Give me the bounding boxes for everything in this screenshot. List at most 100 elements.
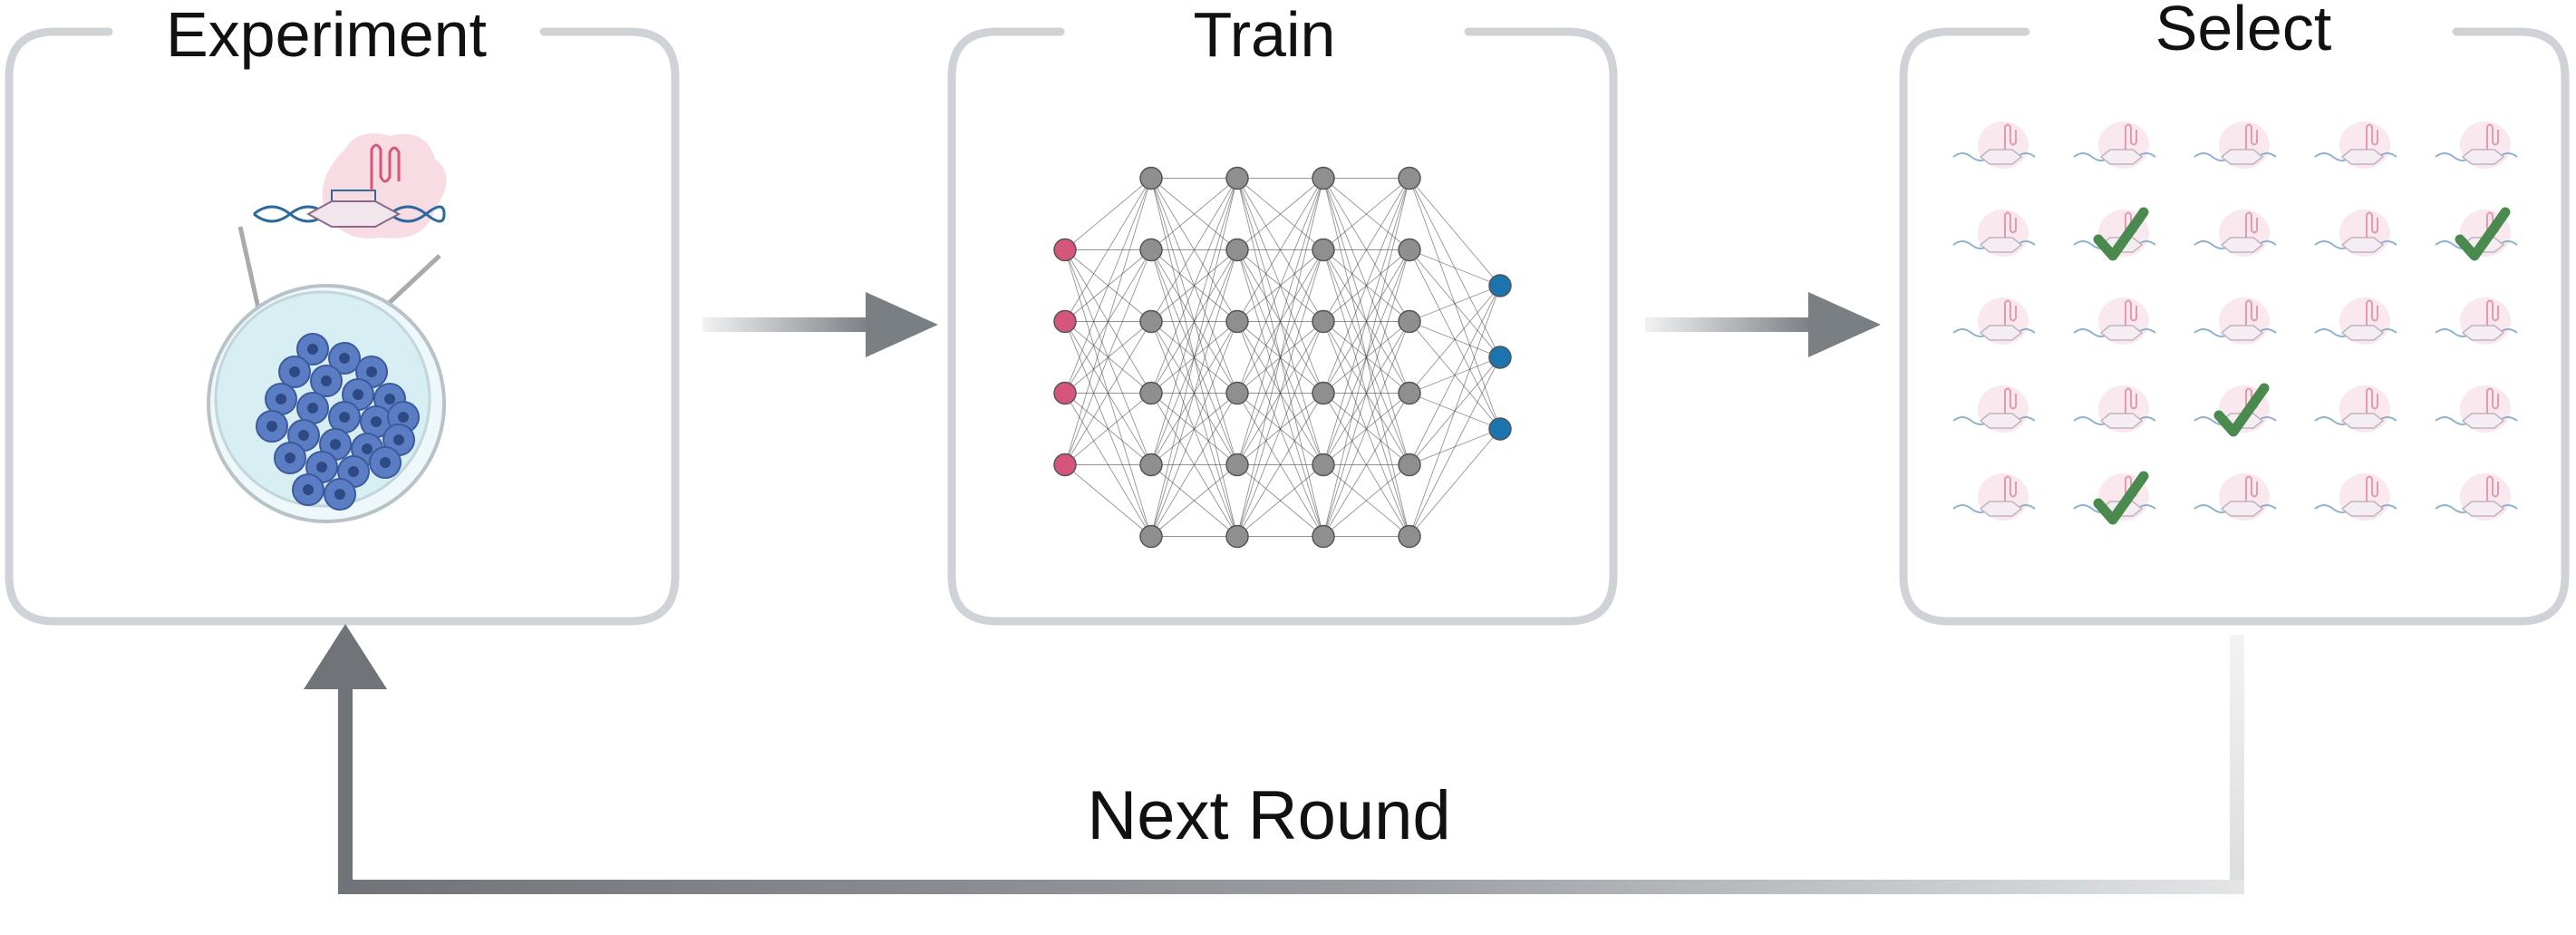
hidden-node (1225, 453, 1249, 477)
binding-domain (2340, 325, 2385, 341)
candidate-item (2435, 297, 2518, 345)
network-edge (1236, 178, 1324, 465)
output-node (1488, 417, 1512, 441)
rna-loop (2486, 123, 2499, 150)
network-edge (1322, 178, 1410, 537)
cell (328, 401, 361, 433)
output-node (1488, 274, 1512, 297)
rna-loop (2486, 299, 2499, 326)
train-title: Train (1194, 0, 1336, 70)
experiment-panel-border (5, 27, 680, 626)
select-panel: Select (1899, 0, 2570, 626)
candidate-item (2073, 385, 2156, 433)
network-edge (1064, 321, 1152, 465)
network-edge (1236, 393, 1324, 537)
petri-dish-icon (207, 284, 446, 523)
network-edge (1409, 178, 1501, 287)
hidden-node (1312, 381, 1335, 405)
rna-loop (2125, 299, 2137, 326)
cell (296, 392, 329, 424)
hidden-node (1398, 238, 1421, 262)
binding-domain (2461, 149, 2505, 165)
network-edge (1322, 249, 1410, 537)
network-edge (1064, 178, 1152, 465)
network-edge (1064, 464, 1152, 537)
network-edge (1409, 356, 1501, 537)
input-node (1053, 453, 1077, 477)
binding-domain (1979, 149, 2023, 165)
select-title: Select (2155, 0, 2332, 63)
binding-domain (2340, 237, 2385, 253)
candidate-item (2073, 122, 2156, 169)
rna-loop (2245, 475, 2258, 502)
cell-cluster (256, 333, 420, 511)
network-edge (1150, 321, 1238, 537)
network-edge (1064, 249, 1152, 465)
cell (256, 410, 288, 443)
candidate-item (2314, 385, 2397, 433)
network-edge (1064, 393, 1152, 465)
rna-loop (2366, 123, 2378, 150)
rna-loop (2245, 211, 2258, 238)
candidate-item (2435, 122, 2518, 169)
network-edge (1150, 249, 1238, 537)
binding-domain (2220, 237, 2264, 253)
network-edge (1322, 393, 1410, 537)
binding-domain (1979, 413, 2023, 429)
cell (265, 383, 297, 415)
hidden-node (1139, 524, 1163, 549)
network-edge (1409, 285, 1501, 537)
binding-domain (2461, 325, 2505, 341)
network-edge (1150, 393, 1238, 537)
rna-loop (2366, 211, 2378, 238)
input-node (1053, 381, 1077, 405)
candidate-item (1952, 209, 2036, 257)
network-edge (1064, 178, 1152, 322)
candidate-item (2435, 473, 2518, 521)
hidden-node (1312, 524, 1335, 549)
candidate-item (1952, 122, 2036, 169)
hidden-node (1225, 166, 1249, 190)
binding-domain (2340, 149, 2385, 165)
rna-loop (2366, 299, 2378, 326)
candidate-grid (1952, 122, 2518, 525)
candidate-item (2073, 297, 2156, 345)
rna-loop (2125, 123, 2137, 150)
rna-loop (2125, 387, 2137, 414)
checkmark-icon (2213, 383, 2270, 437)
candidate-item (2193, 473, 2277, 521)
rna-loop (2486, 475, 2499, 502)
network-edge (1236, 178, 1324, 322)
hidden-node (1398, 453, 1421, 477)
network-edge (1409, 285, 1501, 465)
next-round-label: Next Round (1087, 777, 1450, 854)
network-edge (1236, 464, 1324, 537)
hidden-node (1398, 524, 1421, 549)
hidden-node (1398, 309, 1421, 334)
hidden-node (1139, 381, 1163, 405)
network-edge (1236, 178, 1324, 250)
rna-loop (2245, 299, 2258, 326)
network-edge (1064, 178, 1152, 394)
input-node (1053, 238, 1077, 262)
hidden-node (1225, 309, 1249, 334)
candidate-item (1952, 473, 2036, 521)
binding-domain (2340, 413, 2385, 429)
hidden-node (1312, 309, 1335, 334)
arrow-train-to-select (1645, 292, 1881, 357)
network-edge (1150, 464, 1238, 537)
cell (324, 478, 356, 511)
input-node (1053, 309, 1077, 334)
network-edge (1409, 285, 1501, 322)
binding-domain (1979, 237, 2023, 253)
cell (292, 473, 324, 506)
binding-domain (2220, 149, 2264, 165)
network-edge (1409, 285, 1501, 394)
candidate-item (2314, 297, 2397, 345)
network-edge (1064, 178, 1152, 250)
hidden-node (1312, 238, 1335, 262)
candidate-item (2314, 209, 2397, 257)
hidden-node (1139, 238, 1163, 262)
network-edge (1150, 178, 1238, 322)
